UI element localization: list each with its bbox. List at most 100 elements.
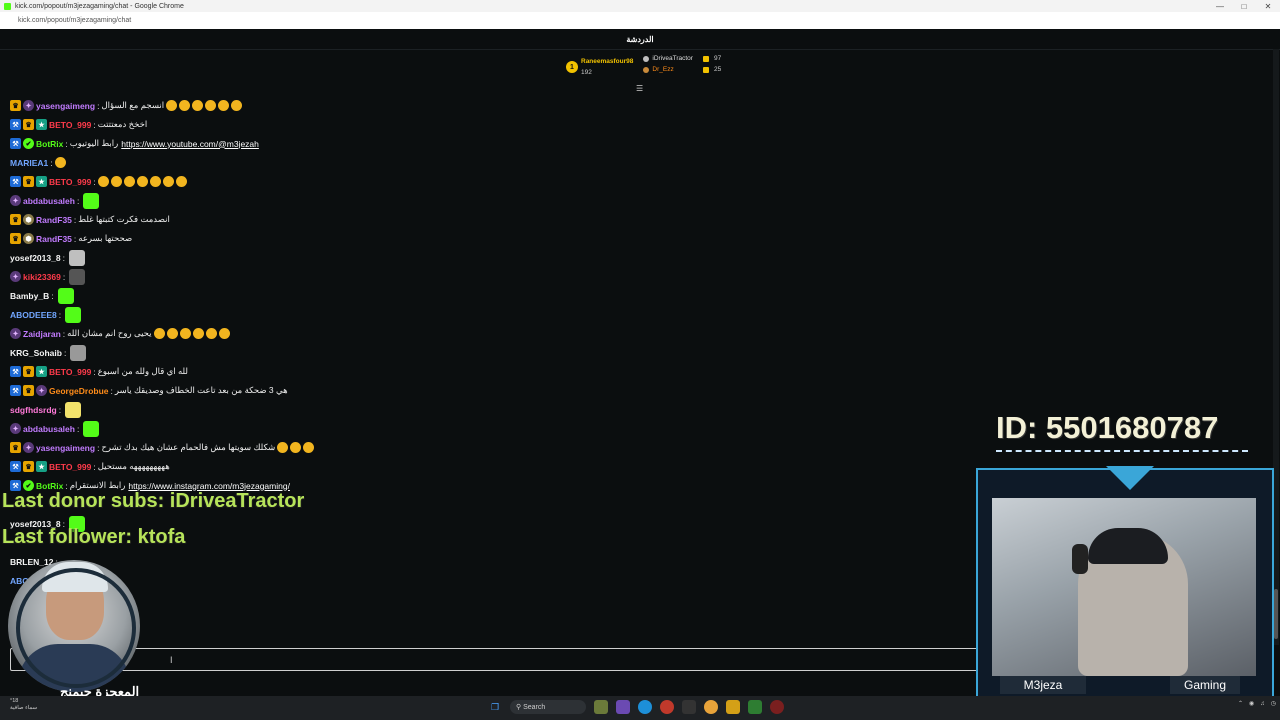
filter-icon[interactable]: ☰ [636,84,644,93]
crown-badge-icon[interactable]: ♛ [10,233,21,244]
moderator-badge-icon[interactable]: ⚒ [10,138,21,149]
chat-username[interactable]: RandF35 [36,214,72,225]
leaderboard-third[interactable]: Dr_Ezz [643,66,693,73]
chat-message: ✦abdabusaleh: [10,191,970,210]
leaderboard-third-name: Dr_Ezz [652,66,674,73]
moderator-badge-icon[interactable]: ⚒ [10,480,21,491]
widget-icon[interactable] [594,700,608,714]
scrollbar-thumb[interactable] [1274,589,1278,639]
chat-username[interactable]: BETO_999 [49,461,92,472]
obs-icon[interactable] [770,700,784,714]
crown-badge-icon[interactable]: ♛ [10,442,21,453]
chat-username[interactable]: ABC [10,575,29,586]
chat-link[interactable]: https://www.instagram.com/m3jezagaming/ [128,480,290,491]
chat-username[interactable]: BotRix [36,138,64,149]
colon: : [50,157,53,168]
chat-username[interactable]: BETO_999 [49,119,92,130]
chat-username[interactable]: Bamby_B [10,290,50,301]
chat-username[interactable]: ABODEEE8 [10,309,57,320]
gift-badge-icon[interactable]: ✦ [10,195,21,206]
crown-badge-icon[interactable]: ♛ [23,176,34,187]
crown-badge-icon[interactable]: ♛ [23,366,34,377]
close-icon[interactable]: ✕ [1264,1,1272,11]
gift-badge-icon[interactable]: ✦ [36,385,47,396]
app-dark-icon[interactable] [682,700,696,714]
moderator-badge-icon[interactable]: ⚒ [10,119,21,130]
chat-username[interactable]: RandF35 [36,233,72,244]
colon: : [93,119,96,130]
crown-badge-icon[interactable]: ♛ [10,214,21,225]
crown-badge-icon[interactable]: ♛ [23,119,34,130]
crown-badge-icon[interactable]: ♛ [10,100,21,111]
app-red-icon[interactable] [660,700,674,714]
crown-badge-icon[interactable]: ♛ [23,461,34,472]
restore-icon[interactable]: □ [1241,1,1247,11]
emoji-icon [179,328,191,339]
chat-username[interactable]: BETO_999 [49,366,92,377]
chat-username[interactable]: yosef2013_8 [10,518,61,529]
crown-badge-icon[interactable]: ♛ [23,385,34,396]
clock[interactable]: ◷ [1270,701,1276,707]
leaderboard-first[interactable]: 1 Raneemasfour98 192 [566,55,633,79]
moderator-badge-icon[interactable]: ⚒ [10,461,21,472]
chat-text: هههههههههه مستحيل [97,461,170,471]
chat-username[interactable]: yasengaimeng [36,442,96,453]
chat-username[interactable]: abdabusaleh [23,423,75,434]
hex-badge-icon[interactable]: ⬢ [23,214,34,225]
last-follower-overlay: Last follower: ktofa [2,526,186,548]
chrome-icon[interactable] [704,700,718,714]
colon: : [65,480,68,491]
moderator-badge-icon[interactable]: ⚒ [10,385,21,396]
chat-username[interactable]: sdgfhdsrdg [10,404,57,415]
minimize-icon[interactable]: — [1216,1,1224,11]
hex-badge-icon[interactable]: ⬢ [23,233,34,244]
chat-username[interactable]: kiki23369 [23,271,61,282]
vip-badge-icon[interactable]: ★ [36,461,47,472]
address-bar[interactable]: kick.com/popout/m3jezagaming/chat [0,12,1280,30]
vip-badge-icon[interactable]: ★ [36,176,47,187]
verified-bot-icon[interactable]: ✔ [23,138,34,149]
windows-start-icon[interactable]: ❐ [490,701,500,712]
taskbar-icons: ❐ ⚲ Search [488,700,784,714]
gift-badge-icon[interactable]: ✦ [10,271,21,282]
chat-message: ♛✦yasengaimeng:شكلك سويتها مش فالحمام عش… [10,438,970,457]
edge-icon[interactable] [638,700,652,714]
volume-icon[interactable]: ♫ [1260,700,1265,707]
gift-badge-icon[interactable]: ✦ [10,423,21,434]
chat-message: ⚒♛✦GeorgeDrobue:هي 3 ضحكة من بعد تاعت ال… [10,381,970,400]
file-explorer-icon[interactable] [726,700,740,714]
chat-username[interactable]: yasengaimeng [36,100,96,111]
chat-link[interactable]: https://www.youtube.com/@m3jezah [121,138,259,149]
chat-username[interactable]: GeorgeDrobue [49,385,109,396]
gift-badge-icon[interactable]: ✦ [10,328,21,339]
chat-username[interactable]: abdabusaleh [23,195,75,206]
app-icon[interactable] [616,700,630,714]
chat-username[interactable]: BETO_999 [49,176,92,187]
gift-badge-icon[interactable]: ✦ [23,442,34,453]
chat-username[interactable]: BotRix [36,480,64,491]
chat-scrollbar[interactable] [1273,49,1279,645]
chat-username[interactable]: yosef2013_8 [10,252,61,263]
streamer-avatar-overlay [8,560,140,692]
network-icon[interactable]: ◉ [1249,701,1255,707]
verified-bot-icon[interactable]: ✔ [23,480,34,491]
moderator-badge-icon[interactable]: ⚒ [10,176,21,187]
app-green-icon[interactable] [748,700,762,714]
leaderboard-second[interactable]: iDriveaTractor [643,55,693,62]
gift-badge-icon[interactable]: ✦ [23,100,34,111]
last-donor-overlay: Last donor subs: iDriveaTractor [2,490,305,512]
colon: : [62,328,66,339]
moderator-badge-icon[interactable]: ⚒ [10,366,21,377]
chat-username[interactable]: BRLEN_12 [10,556,54,567]
vip-badge-icon[interactable]: ★ [36,366,47,377]
chat-message: ⚒♛★BETO_999:اخخخ دمعتتتت [10,115,970,134]
chat-username[interactable]: MARIEA1 [10,157,49,168]
chevron-up-icon[interactable]: ⌃ [1237,701,1243,707]
weather-widget[interactable]: °18 سماء صافية [10,698,37,712]
taskbar-search[interactable]: ⚲ Search [510,700,586,714]
search-icon: ⚲ [516,704,524,711]
chat-username[interactable]: Zaidjaran [23,328,61,339]
chat-username[interactable]: KRG_Sohaib [10,347,62,358]
vip-badge-icon[interactable]: ★ [36,119,47,130]
